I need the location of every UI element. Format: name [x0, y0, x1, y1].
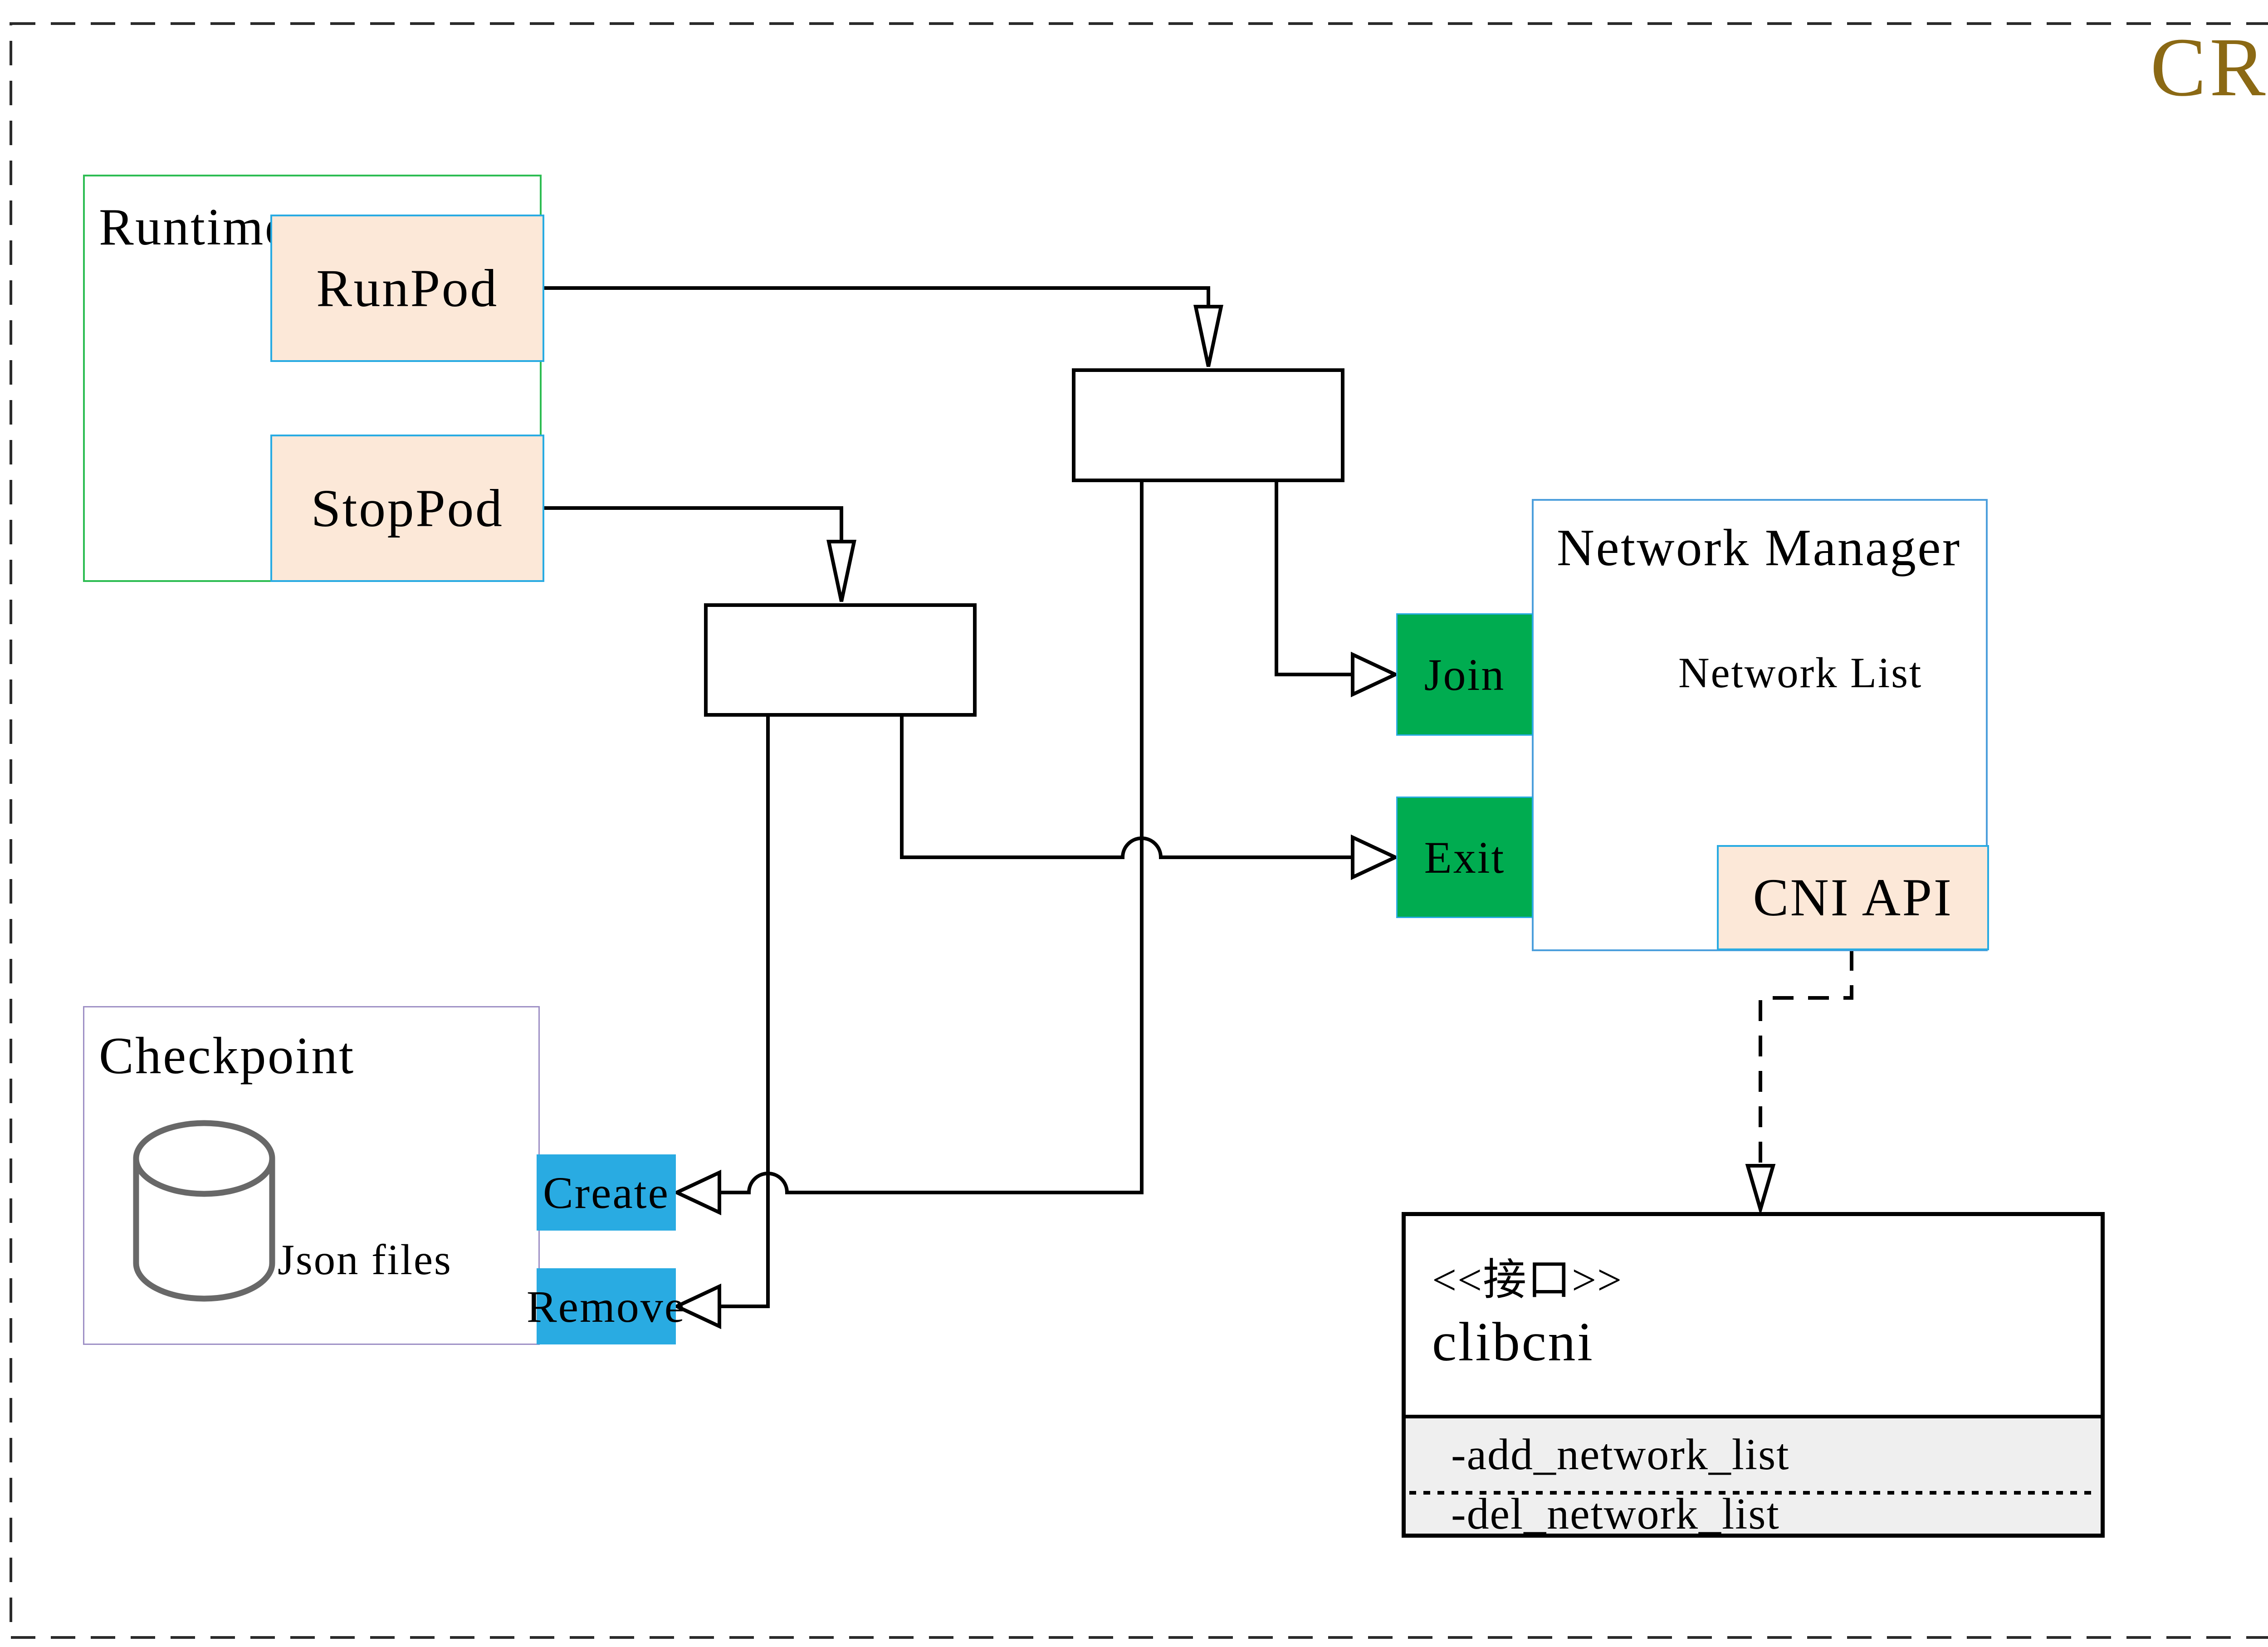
open-arrowhead-down-rect1-icon [1193, 305, 1223, 367]
remove-label: Remove [526, 1281, 686, 1332]
checkpoint-title: Checkpoint [99, 1027, 355, 1085]
stoppod-label: StopPod [311, 478, 504, 538]
clibcni-method-del: -del_network_list [1451, 1490, 1780, 1539]
dashed-line-cniapi-to-clibcni [1759, 950, 1853, 1164]
runtime-title: Runtime [99, 198, 290, 256]
arrow-line-rect1-to-join [1275, 482, 1352, 676]
junction-rect-2 [704, 603, 977, 717]
arrow-line-rect2-to-remove [720, 717, 770, 1308]
network-manager-title: Network Manager [1557, 519, 1961, 577]
remove-button: Remove [527, 1268, 684, 1344]
create-label: Create [543, 1167, 670, 1218]
join-label: Join [1424, 649, 1505, 700]
open-arrowhead-left-create-icon [672, 1169, 721, 1216]
junction-rect-1 [1072, 368, 1344, 482]
open-arrowhead-left-remove-icon [672, 1283, 721, 1329]
open-arrowhead-right-join-icon [1351, 651, 1400, 698]
clibcni-stereotype: <<接口>> [1432, 1256, 1623, 1304]
stoppod-button: StopPod [270, 435, 544, 582]
json-files-database-cylinder-icon [133, 1120, 275, 1302]
cni-api-label: CNI API [1753, 868, 1953, 927]
network-list-label: Network List [1678, 649, 1923, 697]
join-button: Join [1396, 613, 1533, 736]
create-button: Create [537, 1154, 676, 1231]
clibcni-method-add: -add_network_list [1451, 1430, 1790, 1479]
exit-button: Exit [1396, 797, 1533, 918]
cni-api-button: CNI API [1717, 845, 1989, 950]
open-arrowhead-down-clibcni-icon [1745, 1164, 1776, 1216]
clibcni-methods-divider [1409, 1491, 2097, 1495]
json-files-label: Json files [278, 1236, 452, 1284]
arrow-line-runpod-to-rect1 [544, 286, 1210, 307]
open-arrowhead-down-rect2-icon [826, 540, 856, 602]
clibcni-methods-section: -add_network_list -del_network_list [1406, 1415, 2101, 1539]
arrow-line-rect1-to-create [720, 482, 1144, 1194]
clibcni-interface-box: <<接口>> clibcni -add_network_list -del_ne… [1402, 1212, 2105, 1539]
exit-label: Exit [1424, 832, 1505, 883]
outer-dashed-border [10, 22, 2268, 1639]
arrow-line-rect2-to-exit [900, 717, 1352, 859]
clibcni-name: clibcni [1432, 1311, 1594, 1373]
arrow-line-stoppod-to-rect2 [544, 506, 843, 542]
runpod-label: RunPod [316, 258, 499, 318]
page-title-cri: CRI [2150, 21, 2268, 114]
runpod-button: RunPod [270, 215, 544, 362]
open-arrowhead-right-exit-icon [1351, 834, 1400, 880]
